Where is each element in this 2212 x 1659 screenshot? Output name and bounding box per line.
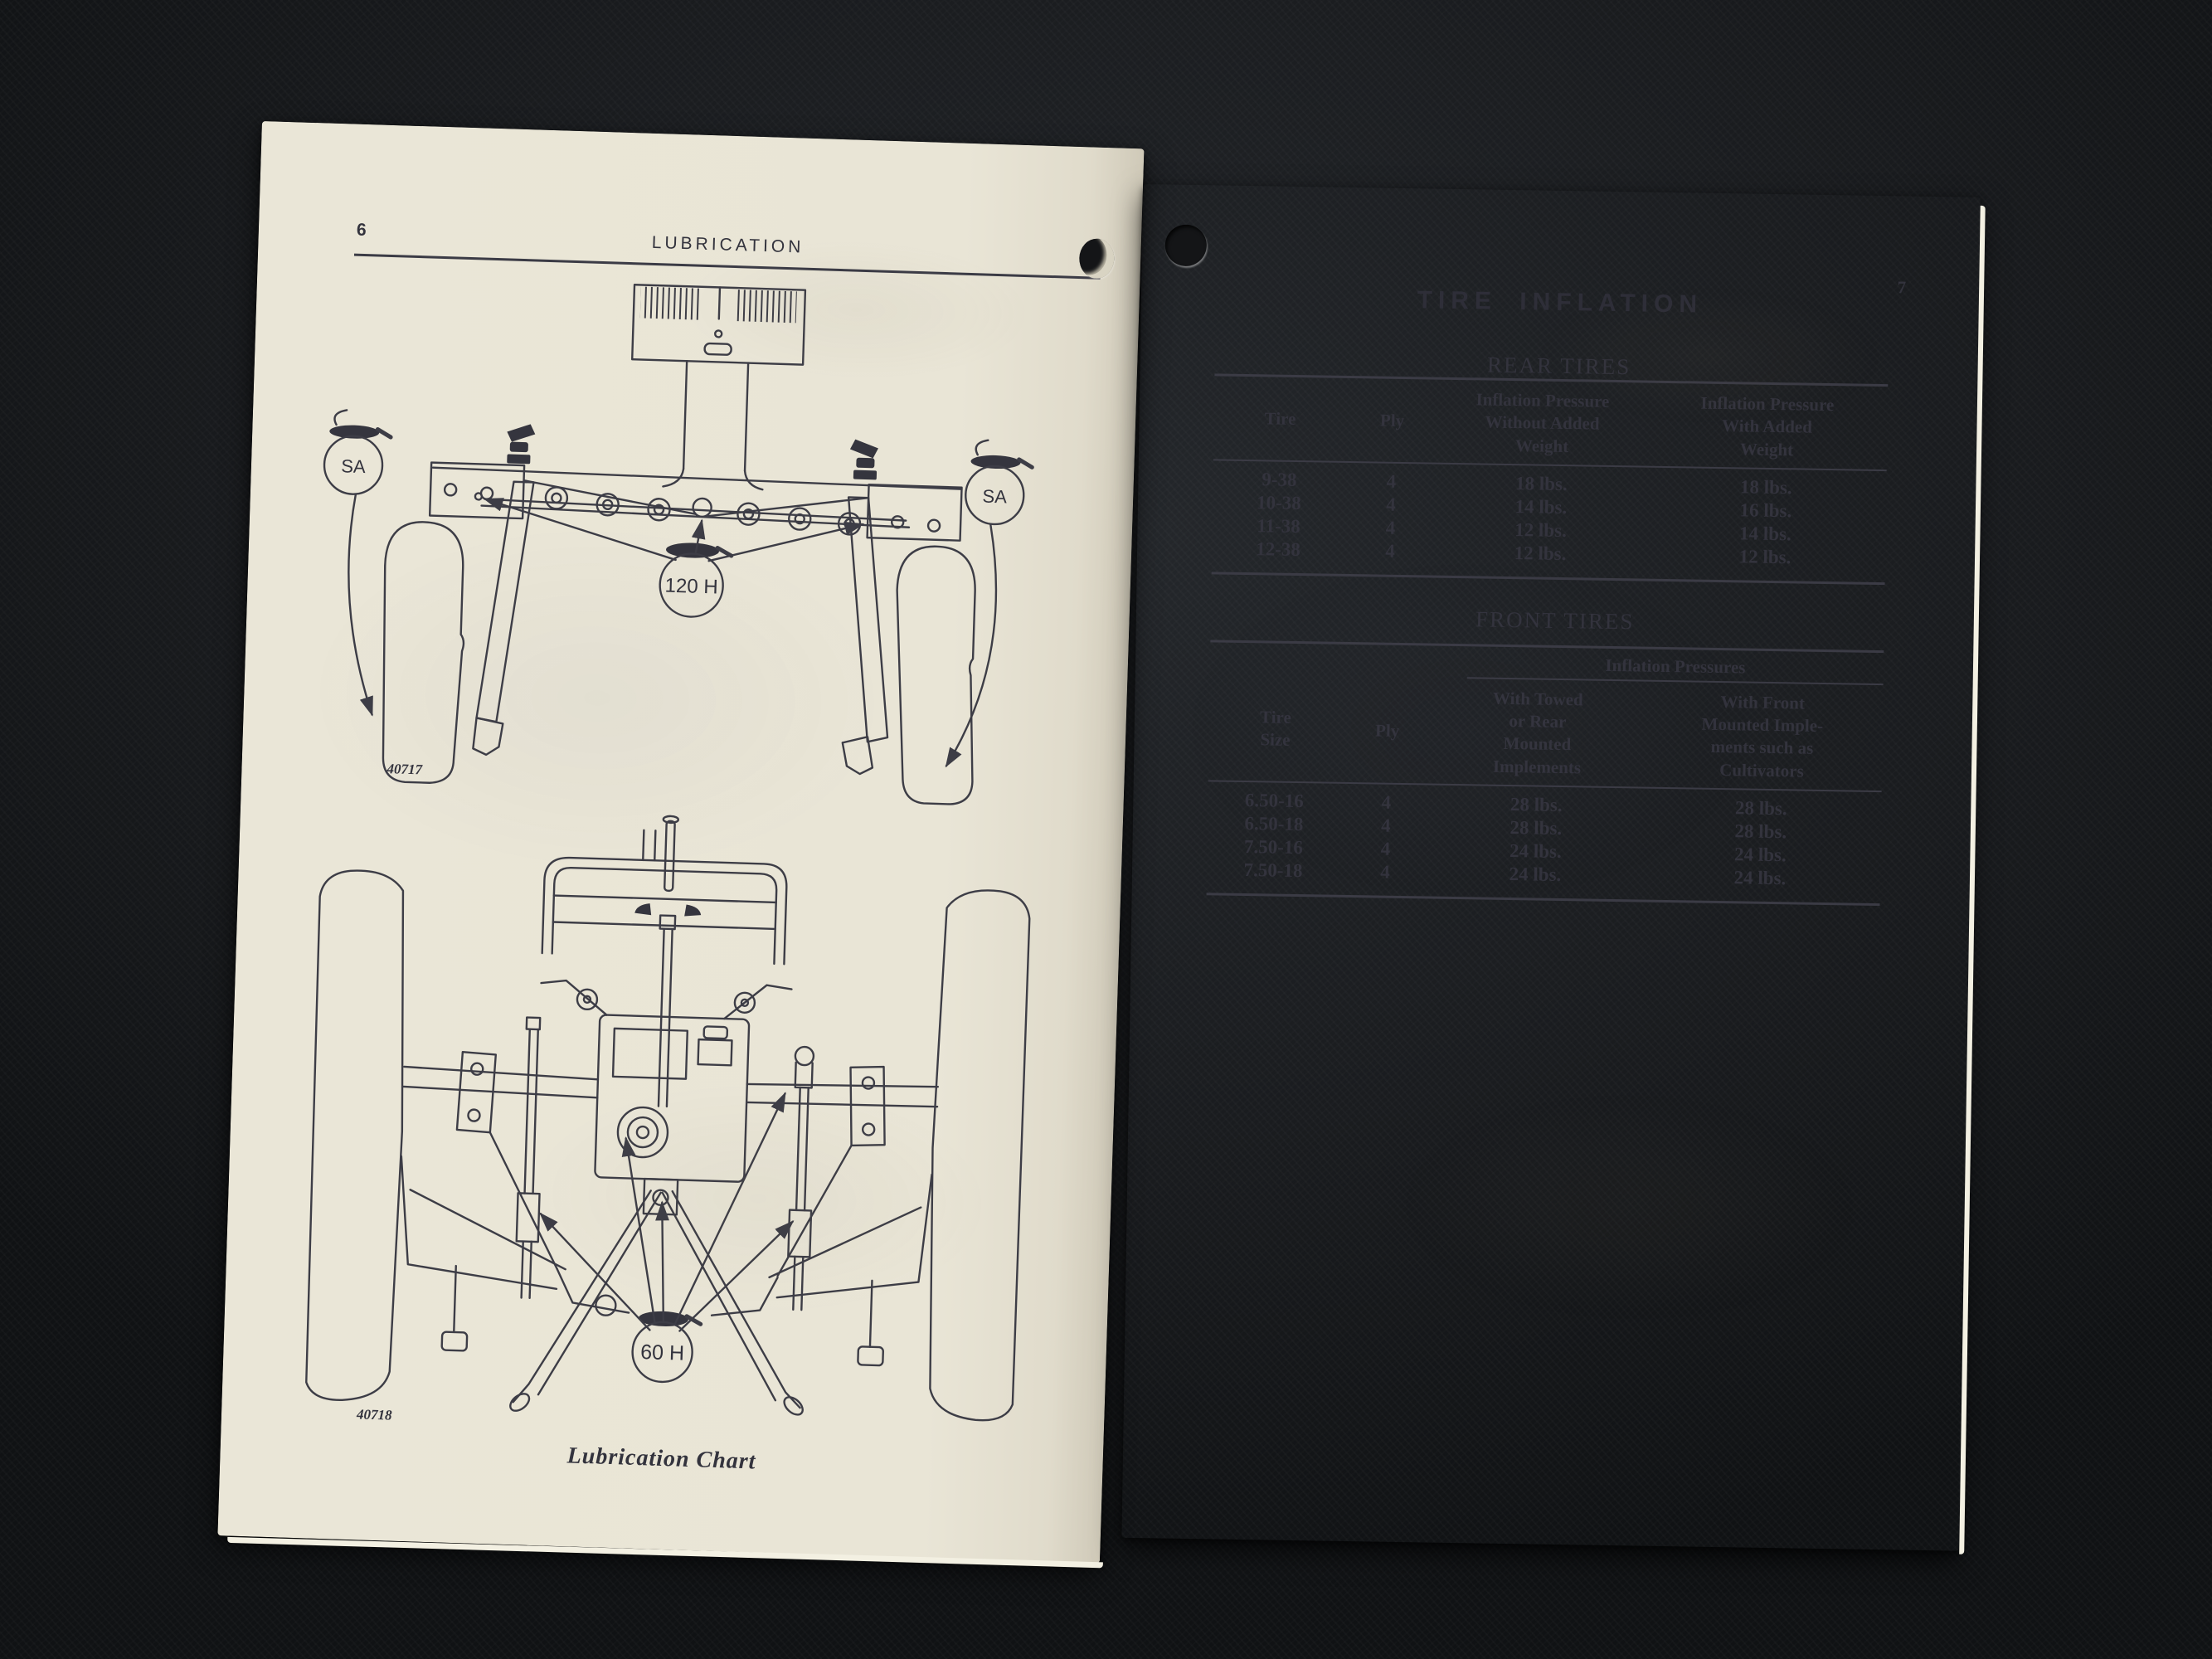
- cell-tire: 7.50-16: [1243, 836, 1304, 859]
- col-header-with-weight: Inflation Pressure With Added Weight: [1700, 392, 1835, 460]
- figure-rear-hitch: 60 H 40718: [221, 795, 1123, 1458]
- cell-pressure: 16 lbs.: [1739, 499, 1792, 522]
- front-table-header-row: Tire Size Ply With Towed or Rear Mounted…: [1208, 674, 1884, 791]
- label-sa-right: SA: [982, 486, 1007, 508]
- front-table-body: 6.50-16 4 28 lbs. 28 lbs. 6.50-18 4 28 l…: [1207, 781, 1882, 903]
- cell-pressure: 18 lbs.: [1514, 472, 1568, 494]
- front-tires-heading: FRONT TIRES: [1475, 606, 1635, 635]
- col-header-tire-size: Tire Size: [1259, 707, 1291, 751]
- rear-table-body: 9-38 4 18 lbs. 18 lbs. 10-38 4 14 lbs. 1…: [1212, 460, 1887, 582]
- page-title: TIRE INFLATION: [1417, 286, 1704, 319]
- cell-ply: 4: [1380, 815, 1391, 836]
- cell-pressure: 18 lbs.: [1739, 476, 1792, 499]
- cell-pressure: 12 lbs.: [1514, 518, 1568, 541]
- col-header-ply: Ply: [1379, 410, 1405, 431]
- cell-tire: 10-38: [1256, 492, 1302, 513]
- figure-number-40718: 40718: [356, 1406, 393, 1423]
- cell-pressure: 24 lbs.: [1509, 864, 1562, 886]
- cell-ply: 4: [1381, 791, 1392, 813]
- col-header-tire: Tire: [1264, 408, 1296, 430]
- rear-table-header-row: Tire Ply Inflation Pressure Without Adde…: [1213, 376, 1888, 469]
- cell-pressure: 24 lbs.: [1733, 867, 1787, 889]
- figure-number-40717: 40717: [386, 761, 424, 777]
- cell-tire: 12-38: [1256, 538, 1301, 560]
- punch-hole-right: [1164, 224, 1208, 267]
- cell-tire: 9-38: [1262, 469, 1297, 490]
- left-page: 6 LUBRICATION: [217, 121, 1145, 1564]
- cell-pressure: 28 lbs.: [1734, 820, 1787, 843]
- cell-pressure: 24 lbs.: [1509, 840, 1562, 863]
- right-page: 7 TIRE INFLATION REAR TIRES Tire Ply Inf…: [1121, 184, 1981, 1551]
- col-header-without-weight: Inflation Pressure Without Added Weight: [1475, 389, 1610, 456]
- cell-pressure: 24 lbs.: [1733, 844, 1787, 866]
- cell-tire: 7.50-18: [1243, 859, 1303, 882]
- cell-ply: 4: [1386, 470, 1397, 492]
- oil-can-icon: [970, 439, 1034, 469]
- label-sa-left: SA: [341, 455, 366, 477]
- col-header-front-mounted: With Front Mounted Imple- ments such as …: [1701, 691, 1824, 781]
- lubrication-diagram-front: SA SA 120 H 40717: [323, 284, 1034, 805]
- lubrication-diagram-rear: 60 H 40718: [305, 815, 1031, 1423]
- front-tires-table: Inflation Pressures Tire Size Ply With T…: [1206, 640, 1884, 907]
- cell-ply: 4: [1385, 540, 1396, 562]
- figure-front-axle: SA SA 120 H 40717: [241, 253, 1140, 822]
- col-header-towed: With Towed or Rear Mounted Implements: [1492, 688, 1583, 778]
- punch-hole-left: [1078, 238, 1116, 280]
- label-120h: 120 H: [664, 575, 718, 599]
- right-page-number: 7: [1897, 277, 1907, 298]
- cell-pressure: 14 lbs.: [1514, 495, 1568, 518]
- cell-pressure: 14 lbs.: [1738, 523, 1791, 545]
- cell-ply: 4: [1386, 494, 1396, 515]
- label-60h: 60 H: [640, 1340, 685, 1365]
- cell-tire: 6.50-16: [1244, 790, 1304, 812]
- cell-pressure: 12 lbs.: [1514, 542, 1567, 564]
- grease-fitting-icon: [849, 439, 878, 480]
- cell-tire: 11-38: [1257, 515, 1300, 537]
- cell-pressure: 12 lbs.: [1738, 546, 1791, 568]
- rear-tires-table: Tire Ply Inflation Pressure Without Adde…: [1211, 373, 1889, 586]
- oil-can-icon: [329, 409, 393, 440]
- oil-can-icon: [666, 542, 734, 558]
- cell-ply: 4: [1385, 517, 1396, 538]
- cell-tire: 6.50-18: [1244, 813, 1304, 835]
- col-header-ply: Ply: [1374, 720, 1400, 741]
- grease-fitting-icon: [507, 424, 536, 465]
- cell-pressure: 28 lbs.: [1734, 797, 1787, 820]
- cell-pressure: 28 lbs.: [1510, 817, 1563, 839]
- cell-ply: 4: [1380, 861, 1390, 883]
- cell-pressure: 28 lbs.: [1510, 794, 1563, 816]
- cell-ply: 4: [1380, 838, 1391, 859]
